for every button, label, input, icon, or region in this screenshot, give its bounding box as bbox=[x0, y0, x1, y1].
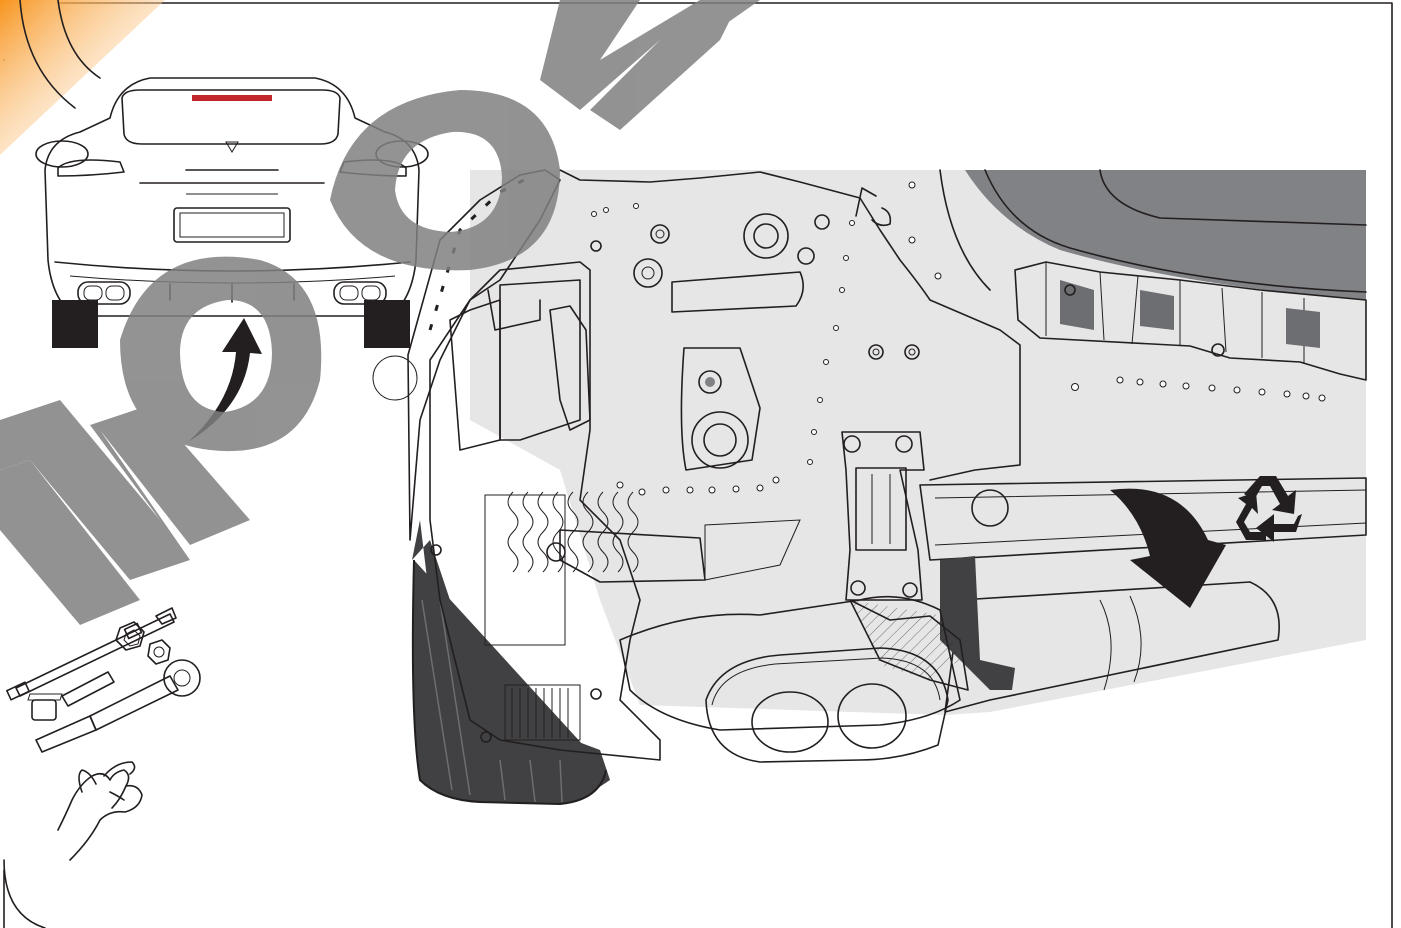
rear-bracket bbox=[1014, 261, 1367, 381]
socket-wrench-set-icon bbox=[6, 607, 201, 753]
grommets bbox=[590, 213, 920, 469]
curved-arrow-icon bbox=[188, 318, 262, 442]
watermark-overlay bbox=[0, 0, 760, 625]
corner-tab-icon bbox=[0, 0, 165, 155]
body-panel bbox=[470, 169, 1367, 763]
removal-arrow-icon bbox=[1110, 488, 1226, 608]
wheel-arch bbox=[372, 169, 706, 806]
rear-car-overview-icon bbox=[35, 77, 429, 348]
hand-icon bbox=[57, 761, 143, 861]
mounting-block bbox=[841, 431, 925, 601]
exhaust-tips bbox=[705, 647, 949, 763]
rivets bbox=[591, 181, 1326, 496]
recycle-icon bbox=[1236, 476, 1302, 542]
frame-bottom-corner bbox=[3, 859, 46, 928]
